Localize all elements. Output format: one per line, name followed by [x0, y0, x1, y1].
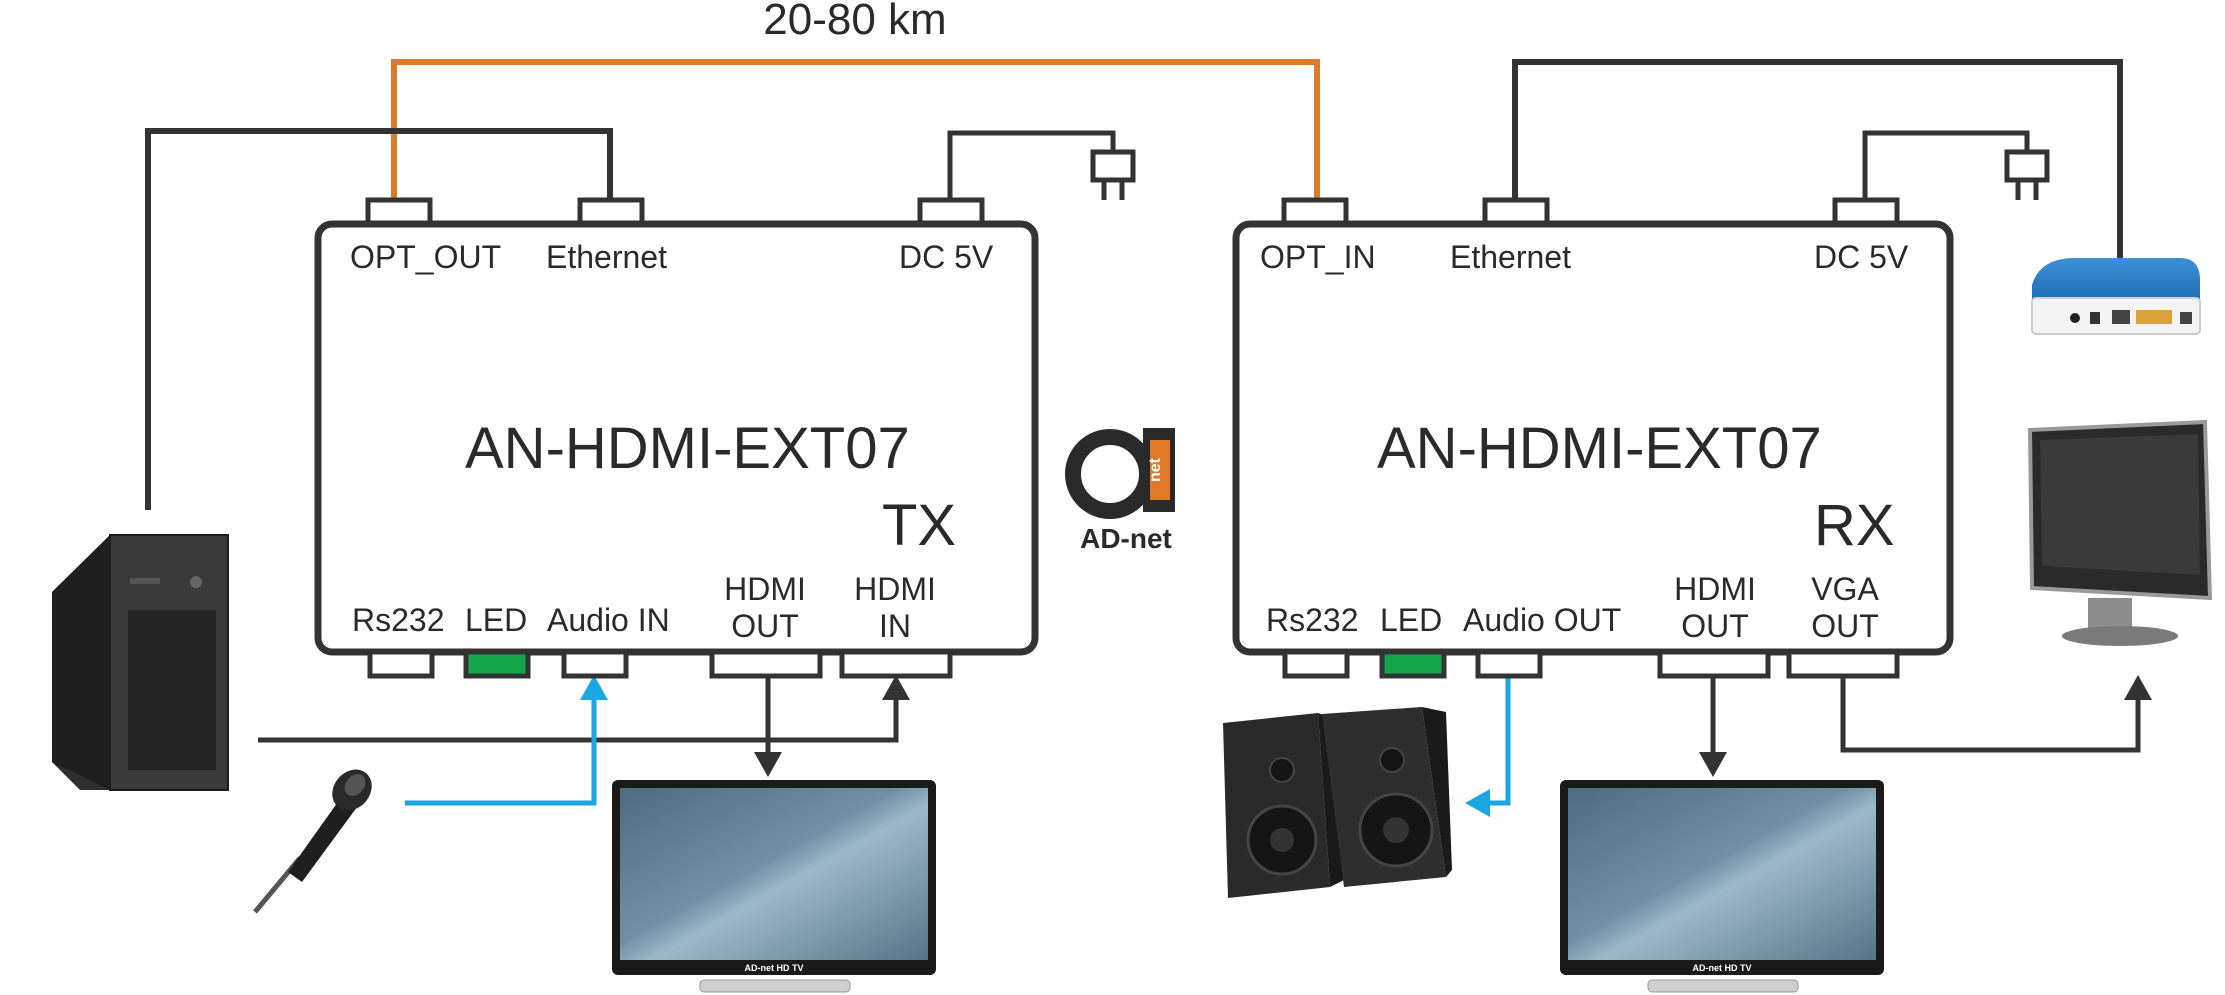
rx-power-plug-icon: [2004, 149, 2050, 200]
microphone-icon: [253, 769, 372, 914]
rx-power-cable: [1862, 130, 2030, 200]
vga-arrowhead: [2124, 675, 2152, 700]
tx-audio-in-port: [561, 649, 629, 679]
mic-audio-cable: [405, 690, 597, 806]
rx-vga-cable: [1840, 676, 2141, 753]
tx-hdmi-out-label-2: OUT: [731, 608, 799, 644]
rx-hdmi-out-label-2: OUT: [1681, 608, 1749, 644]
tx-rs232-label: Rs232: [352, 602, 445, 638]
rx-rs232-port: [1282, 649, 1350, 679]
distance-label: 20-80 km: [763, 0, 946, 44]
tx-tv-brand: AD-net HD TV: [745, 963, 804, 973]
rx-ethernet-port: [1482, 197, 1550, 227]
rx-vga-out-port: [1786, 649, 1900, 679]
tx-hdmi-in-label-2: IN: [879, 608, 911, 644]
tx-hdmi-out-arrowhead: [754, 752, 782, 777]
tx-power-plug-icon: [1090, 149, 1136, 200]
rx-audio-out-label: Audio OUT: [1463, 602, 1621, 638]
rx-hdmi-out-port: [1657, 649, 1771, 679]
rx-side-label: RX: [1814, 493, 1895, 558]
tx-dc-port: [917, 197, 985, 227]
adnet-logo: net AD-net: [1065, 428, 1175, 554]
tx-led-label: LED: [465, 602, 527, 638]
rx-led-label: LED: [1380, 602, 1442, 638]
rx-model-name: AN-HDMI-EXT07: [1377, 416, 1822, 481]
router-icon: [2031, 258, 2201, 335]
rx-tv-brand: AD-net HD TV: [1693, 963, 1752, 973]
rx-hdmi-out-label-1: HDMI: [1674, 571, 1756, 607]
rx-vga-out-label-2: OUT: [1811, 608, 1879, 644]
rx-opt-in-label: OPT_IN: [1260, 239, 1376, 275]
tx-tv-icon: AD-net HD TV: [612, 780, 936, 993]
tx-unit: OPT_OUT Ethernet DC 5V AN-HDMI-EXT07 TX …: [314, 197, 1039, 679]
pc-hdmi-cable: [258, 685, 901, 743]
speakers-icon: [1223, 707, 1452, 898]
tx-hdmi-out-label-1: HDMI: [724, 571, 806, 607]
tx-dc-label: DC 5V: [899, 239, 994, 275]
tx-audio-in-label: Audio IN: [547, 602, 670, 638]
tx-side-label: TX: [882, 493, 956, 558]
rx-hdmi-out-arrowhead: [1699, 752, 1727, 777]
logo-text: AD-net: [1080, 523, 1172, 554]
rx-opt-in-port: [1281, 197, 1349, 227]
tx-hdmi-in-port: [839, 649, 953, 679]
speaker-left: [1223, 713, 1348, 898]
rx-unit-body: [1232, 220, 1954, 656]
tx-hdmi-in-label-1: HDMI: [854, 571, 936, 607]
rx-dc-label: DC 5V: [1814, 239, 1909, 275]
rx-rs232-label: Rs232: [1266, 602, 1359, 638]
tx-hdmi-out-port: [709, 649, 823, 679]
audio-in-arrowhead: [580, 675, 608, 700]
tx-model-name: AN-HDMI-EXT07: [465, 416, 910, 481]
rx-vga-out-label-1: VGA: [1811, 571, 1879, 607]
tx-ethernet-port: [577, 197, 645, 227]
tx-rs232-port: [367, 649, 435, 679]
rx-tv-icon: AD-net HD TV: [1560, 780, 1884, 993]
tx-ethernet-label: Ethernet: [546, 239, 667, 275]
rx-led-indicator: [1379, 649, 1447, 679]
speaker-right: [1322, 707, 1452, 887]
rx-audio-out-port: [1475, 649, 1543, 679]
tx-ethernet-cable: [145, 128, 613, 510]
tx-opt-out-port: [365, 197, 433, 227]
pc-tower-icon: [52, 534, 229, 791]
monitor-icon: [2027, 419, 2213, 646]
tx-led-indicator: [463, 649, 531, 679]
tx-power-cable: [947, 130, 1116, 200]
tx-opt-out-label: OPT_OUT: [350, 239, 501, 275]
logo-mark-text: net: [1147, 457, 1164, 482]
rx-audio-cable: [1480, 676, 1511, 806]
rx-unit: OPT_IN Ethernet DC 5V AN-HDMI-EXT07 RX R…: [1232, 197, 1954, 679]
hdmi-in-arrowhead: [882, 675, 910, 700]
rx-ethernet-cable: [1512, 59, 2123, 258]
rx-ethernet-label: Ethernet: [1450, 239, 1571, 275]
rx-dc-port: [1832, 197, 1900, 227]
tx-unit-body: [314, 220, 1039, 656]
audio-out-arrowhead: [1465, 789, 1490, 817]
